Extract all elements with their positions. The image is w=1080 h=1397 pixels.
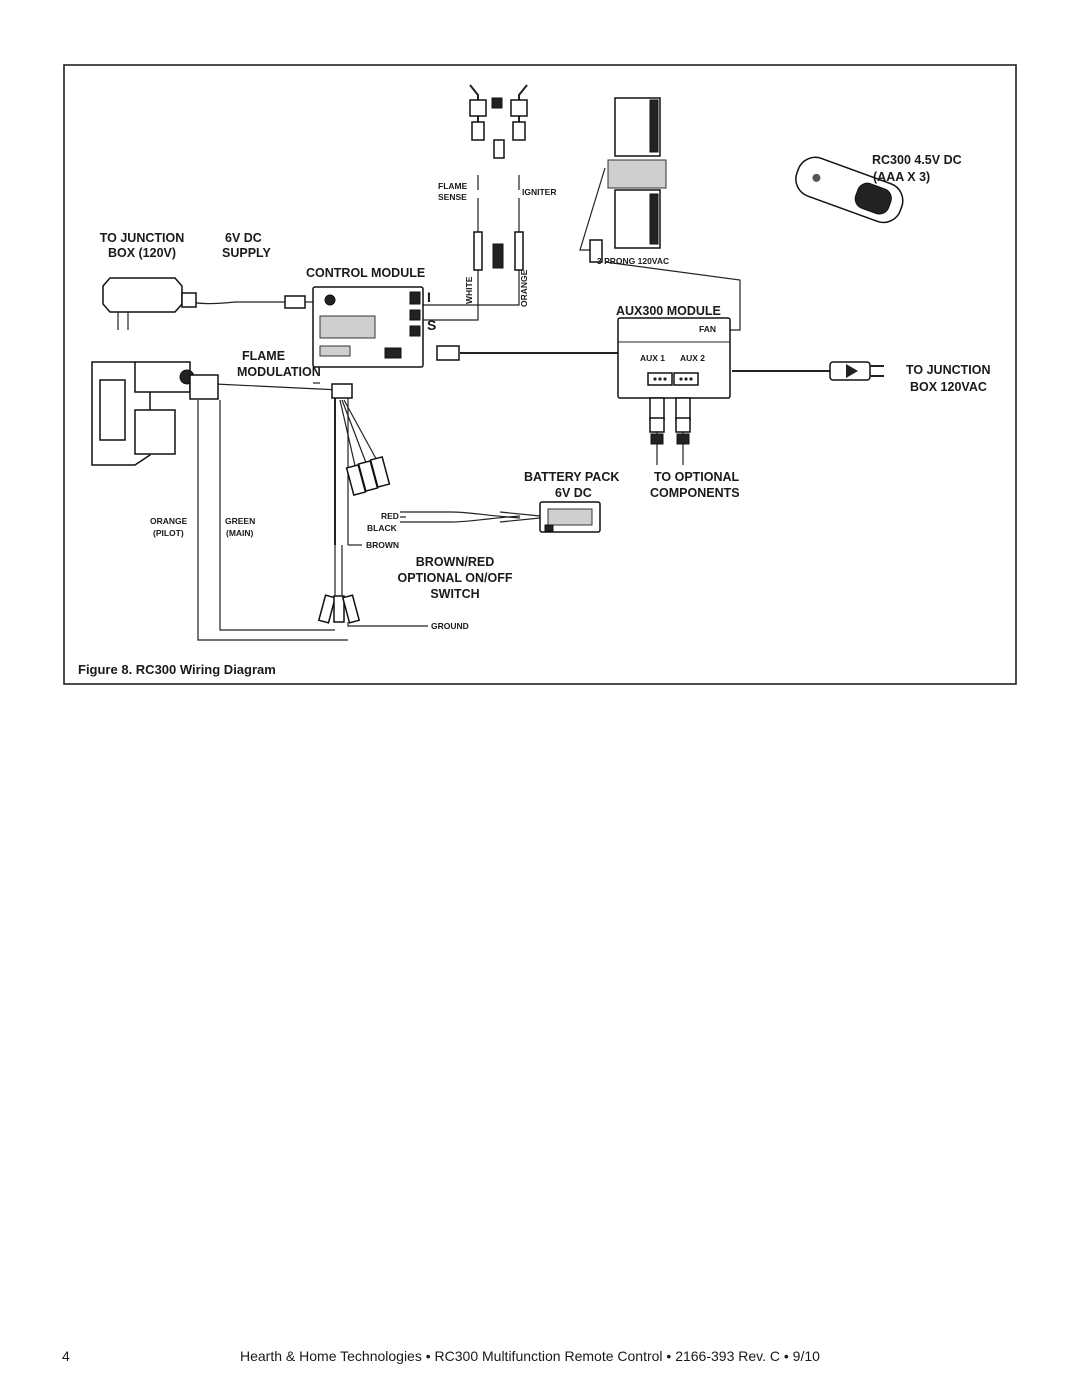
- label-box-120v: BOX (120V): [108, 246, 176, 260]
- label-3-prong: 3 PRONG 120VAC: [597, 256, 669, 266]
- label-aux2: AUX 2: [680, 353, 705, 363]
- label-orange: ORANGE: [150, 516, 188, 526]
- figure-frame: [63, 64, 1017, 685]
- label-black: BLACK: [367, 523, 398, 533]
- label-fan: FAN: [699, 324, 716, 334]
- label-terminal-s: S: [427, 317, 436, 333]
- electrode-assembly: [469, 84, 528, 271]
- label-to-junction-120vac: TO JUNCTION: [906, 363, 991, 377]
- label-modulation: MODULATION: [237, 365, 321, 379]
- label-to-optional: TO OPTIONAL: [654, 470, 740, 484]
- label-flame: FLAME: [242, 349, 285, 363]
- label-to-junction-120v: TO JUNCTION: [100, 231, 185, 245]
- label-aaa-x3: (AAA X 3): [873, 170, 930, 184]
- harness-connectors: [317, 383, 391, 624]
- label-flame-sense-1: FLAME: [438, 181, 468, 191]
- label-switch: SWITCH: [430, 587, 479, 601]
- power-adapter: [102, 277, 313, 330]
- label-igniter: IGNITER: [522, 187, 556, 197]
- label-red: RED: [381, 511, 399, 521]
- label-ground: GROUND: [431, 621, 469, 631]
- label-battery-6v-dc: 6V DC: [555, 486, 592, 500]
- label-green: GREEN: [225, 516, 255, 526]
- label-brown-red: BROWN/RED: [416, 555, 494, 569]
- label-aux300-module: AUX300 MODULE: [616, 304, 721, 318]
- label-main: (MAIN): [226, 528, 254, 538]
- wiring-diagram: TO JUNCTION BOX (120V) 6V DC SUPPLY CONT…: [63, 64, 1017, 685]
- page-footer: 4 Hearth & Home Technologies • RC300 Mul…: [0, 1346, 1080, 1366]
- gas-valve: [91, 361, 219, 466]
- label-terminal-i: I: [427, 289, 431, 305]
- label-brown: BROWN: [366, 540, 399, 550]
- diagram-labels: TO JUNCTION BOX (120V) 6V DC SUPPLY CONT…: [78, 153, 991, 677]
- fan-blower: [579, 97, 667, 263]
- ac-plug: [829, 361, 884, 381]
- label-optional-on-off: OPTIONAL ON/OFF: [397, 571, 512, 585]
- label-supply: SUPPLY: [222, 246, 272, 260]
- page-number: 4: [62, 1348, 70, 1364]
- remote-control: [795, 156, 904, 224]
- label-flame-sense-2: SENSE: [438, 192, 467, 202]
- battery-pack: [539, 501, 601, 533]
- label-white: WHITE: [464, 276, 474, 304]
- label-control-module: CONTROL MODULE: [306, 266, 425, 280]
- label-6v-dc: 6V DC: [225, 231, 262, 245]
- label-pilot: (PILOT): [153, 528, 184, 538]
- label-orange-vertical: ORANGE: [519, 269, 529, 307]
- label-rc300: RC300 4.5V DC: [872, 153, 962, 167]
- aux300-module: [617, 317, 731, 445]
- control-module: [312, 286, 460, 368]
- label-components: COMPONENTS: [650, 486, 740, 500]
- label-box-120vac: BOX 120VAC: [910, 380, 987, 394]
- figure-caption: Figure 8. RC300 Wiring Diagram: [78, 662, 276, 677]
- label-aux1: AUX 1: [640, 353, 665, 363]
- label-battery-pack: BATTERY PACK: [524, 470, 619, 484]
- footer-text: Hearth & Home Technologies • RC300 Multi…: [240, 1348, 820, 1364]
